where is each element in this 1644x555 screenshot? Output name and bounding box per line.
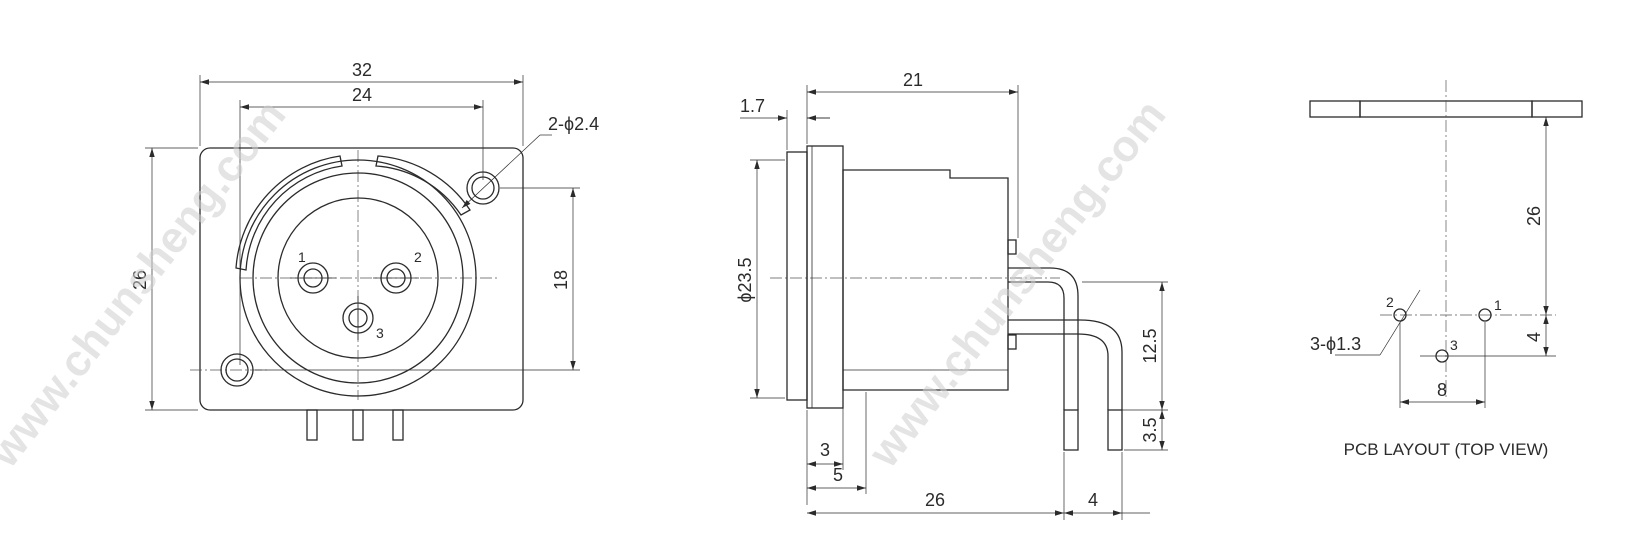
- pcb-hole-1: [1478, 308, 1492, 322]
- solder-pins: [306, 409, 404, 441]
- mount-hole-bottom-left: [220, 353, 254, 387]
- dim-diameter: ϕ23.5: [735, 257, 755, 302]
- pcb-caption: PCB LAYOUT (TOP VIEW): [1344, 440, 1549, 459]
- pcb-pin-label-2: 2: [1386, 294, 1394, 310]
- pcb-dim-8: 8: [1437, 380, 1447, 400]
- dim-pin-length: 3.5: [1140, 417, 1160, 442]
- side-view: 21 1.7 ϕ23.5 12.5 3.5 3 5 26: [735, 70, 1168, 520]
- pcb-dim-26: 26: [1524, 206, 1544, 226]
- latch-slot-left: [235, 155, 343, 271]
- front-view: 1 2 3 32 24 26 18: [130, 60, 599, 441]
- watermark-right: www.chunsheng.com: [859, 91, 1176, 477]
- pcb-dim-holes: 3-ϕ1.3: [1310, 334, 1361, 354]
- dim-pin-pitch: 4: [1088, 490, 1098, 510]
- mount-plate-side: [806, 145, 844, 409]
- pcb-hole-3: [1435, 349, 1449, 363]
- watermark-left: www.chunsheng.com: [0, 91, 295, 477]
- dim-flange: 1.7: [740, 96, 765, 116]
- bent-pin-upper: [1008, 267, 1079, 410]
- dim-base-length: 26: [925, 490, 945, 510]
- pcb-layout: 26 2 1 3 4 8 3-ϕ1.3 PCB LAYOUT (TOP VIEW…: [1309, 80, 1583, 459]
- contact-insert: [277, 197, 439, 359]
- dim-front-3: 3: [820, 440, 830, 460]
- pcb-hole-2: [1393, 308, 1407, 322]
- latch-slot-right: [375, 155, 471, 216]
- dim-front-5: 5: [833, 465, 843, 485]
- pcb-dim-4: 4: [1524, 332, 1544, 342]
- pcb-hatch-left: [1309, 100, 1361, 118]
- dim-mount-hole: 2-ϕ2.4: [548, 114, 599, 134]
- pin-label-2: 2: [414, 249, 422, 265]
- dim-width-total: 32: [352, 60, 372, 80]
- dim-body-length: 21: [903, 70, 923, 90]
- pcb-pin-label-1: 1: [1494, 297, 1502, 313]
- dim-width-holes: 24: [352, 85, 372, 105]
- dim-height-holes: 18: [551, 270, 571, 290]
- pcb-hatch-right: [1531, 100, 1583, 118]
- pin-label-1: 1: [298, 249, 306, 265]
- connector-body: [842, 169, 1009, 391]
- dim-height-total: 26: [130, 270, 150, 290]
- bent-pin-lower: [1008, 319, 1123, 410]
- pcb-pin-label-3: 3: [1450, 337, 1458, 353]
- dim-bend-height: 12.5: [1140, 328, 1160, 363]
- front-flange: [786, 151, 808, 401]
- pin-label-3: 3: [376, 325, 384, 341]
